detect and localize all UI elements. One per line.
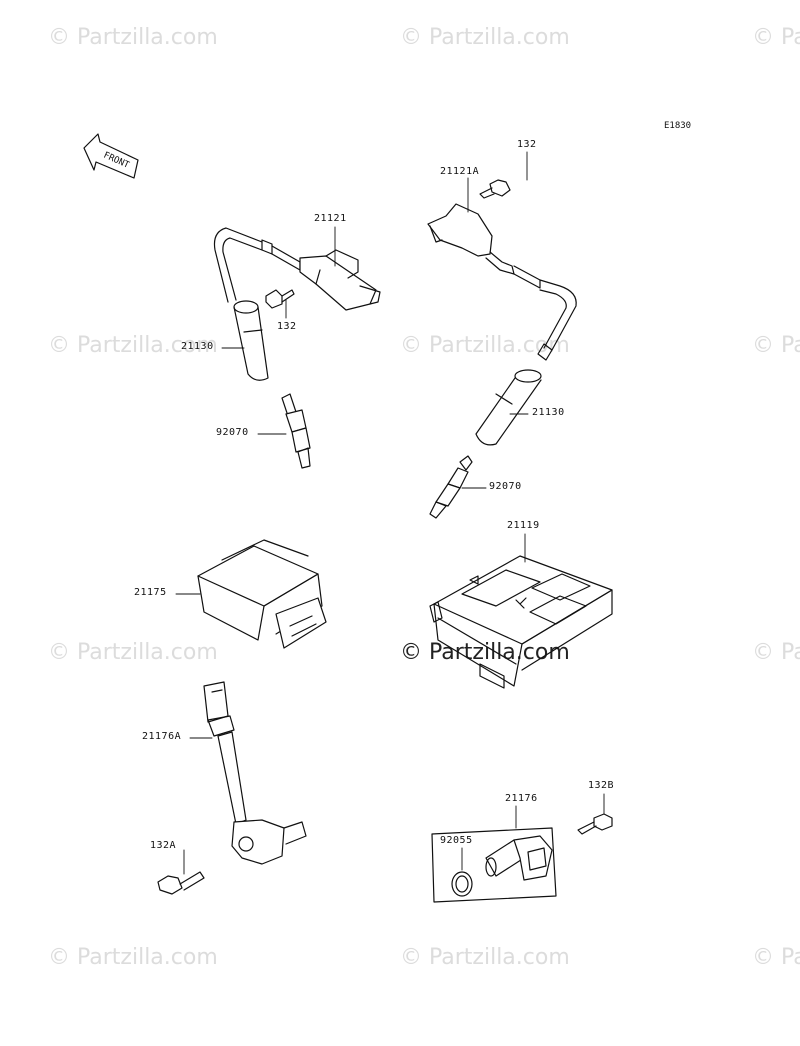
watermark: © Partzilla.com [48,945,218,970]
ecu-box [429,555,613,689]
spark-plug-right [429,455,473,519]
watermark: © Partzilla.com [48,333,218,358]
watermark-center: © Partzilla.com [400,640,570,665]
watermark: © Partzilla.com [400,333,570,358]
part-label-92070-right: 92070 [489,481,522,492]
part-label-132-top: 132 [517,139,537,150]
front-arrow-icon: FRONT [83,133,139,179]
ignition-coil-right [427,203,577,361]
part-label-21119: 21119 [507,520,540,531]
plug-cap-left [233,300,269,381]
watermark: © Partzilla.com [752,25,800,50]
watermark: © Partzilla.com [752,333,800,358]
leader-lines [175,151,605,875]
watermark: © Partzilla.com [752,640,800,665]
part-label-132-left: 132 [277,321,297,332]
part-label-132b: 132B [588,780,615,791]
bolt-132-top [479,179,511,199]
watermark: © Partzilla.com [752,945,800,970]
part-label-92070-left: 92070 [216,427,249,438]
part-label-21130-right: 21130 [532,407,565,418]
part-label-21121a: 21121A [440,166,480,177]
watermark: © Partzilla.com [400,945,570,970]
bolt-132a [157,871,205,895]
part-label-21121: 21121 [314,213,347,224]
bolt-132b [577,813,613,835]
part-label-132a: 132A [150,840,177,851]
watermark: © Partzilla.com [48,25,218,50]
part-label-92055: 92055 [440,835,473,846]
sensor-21176a [203,681,307,865]
ignition-coil-left [213,227,381,311]
part-label-21176a: 21176A [142,731,182,742]
part-label-21175: 21175 [134,587,167,598]
sensor-assembly-21176 [431,827,557,903]
bolt-132-left [265,289,295,309]
watermark: © Partzilla.com [48,640,218,665]
watermark: © Partzilla.com [400,25,570,50]
spark-plug-left [281,393,311,469]
diagram-code: E1830 [664,121,692,131]
part-label-21130-left: 21130 [181,341,214,352]
igniter-box [197,539,327,649]
plug-cap-right [475,369,542,446]
part-label-21176: 21176 [505,793,538,804]
